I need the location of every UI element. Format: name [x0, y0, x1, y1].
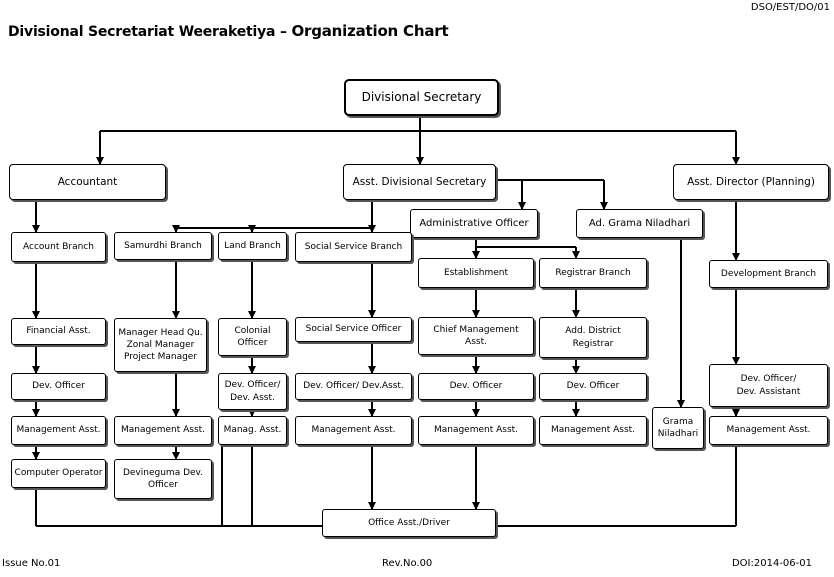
- node-chief-management-asst: Chief Management Asst.: [418, 317, 534, 355]
- page-title: Divisional Secretariat Weeraketiya – Org…: [8, 22, 449, 40]
- footer-issue: Issue No.01: [2, 558, 61, 569]
- node-establishment: Establishment: [418, 258, 534, 288]
- node-divisional-secretary: Divisional Secretary: [344, 79, 499, 116]
- node-add-district-registrar: Add. District Registrar: [539, 317, 647, 358]
- node-dev-officer-registrar: Dev. Officer: [539, 373, 647, 400]
- node-social-service-officer: Social Service Officer: [295, 317, 412, 342]
- node-accountant: Accountant: [9, 164, 166, 200]
- node-manager-head-qu: Manager Head Qu. Zonal Manager Project M…: [114, 318, 207, 372]
- footer-doi: DOI:2014-06-01: [731, 558, 812, 569]
- node-administrative-officer: Administrative Officer: [410, 209, 538, 238]
- node-dev-officer-development: Dev. Officer/ Dev. Assistant: [709, 364, 828, 407]
- node-land-branch: Land Branch: [218, 232, 287, 260]
- node-management-asst-registrar: Management Asst.: [539, 416, 647, 445]
- node-management-asst-land: Manag. Asst.: [218, 416, 287, 445]
- node-management-asst-development: Management Asst.: [709, 416, 828, 445]
- title-main: Divisional Secretariat Weeraketiya –: [8, 24, 292, 40]
- node-account-branch: Account Branch: [11, 232, 106, 262]
- node-asst-director-planning: Asst. Director (Planning): [673, 164, 829, 200]
- node-dev-officer-establishment: Dev. Officer: [418, 373, 534, 400]
- node-dev-officer-account: Dev. Officer: [11, 373, 106, 400]
- node-grama-niladhari: Grama Niladhari: [652, 407, 704, 449]
- node-colonial-officer: Colonial Officer: [218, 318, 287, 356]
- node-management-asst-social: Management Asst.: [295, 416, 412, 445]
- node-management-asst-samurdhi: Management Asst.: [114, 416, 212, 445]
- node-ad-grama-niladhari: Ad. Grama Niladhari: [576, 209, 703, 238]
- node-dev-officer-land: Dev. Officer/ Dev. Asst.: [218, 373, 287, 410]
- node-office-asst-driver: Office Asst./Driver: [322, 509, 496, 537]
- node-asst-divisional-secretary: Asst. Divisional Secretary: [343, 164, 496, 200]
- node-social-service-branch: Social Service Branch: [295, 232, 412, 262]
- node-development-branch: Development Branch: [709, 260, 828, 288]
- title-emphasis: Organization Chart: [291, 22, 449, 40]
- node-management-asst-establishment: Management Asst.: [418, 416, 534, 445]
- node-dev-officer-social: Dev. Officer/ Dev.Asst.: [295, 373, 412, 400]
- node-divineguma-dev-officer: Devineguma Dev. Officer: [114, 459, 212, 499]
- node-financial-asst: Financial Asst.: [11, 318, 106, 345]
- node-management-asst-account: Management Asst.: [11, 416, 106, 445]
- node-samurdhi-branch: Samurdhi Branch: [114, 232, 212, 260]
- node-computer-operator: Computer Operator: [11, 459, 106, 488]
- document-code: DSO/EST/DO/01: [750, 2, 830, 13]
- node-registrar-branch: Registrar Branch: [539, 258, 647, 288]
- footer-revision: Rev.No.00: [382, 558, 433, 569]
